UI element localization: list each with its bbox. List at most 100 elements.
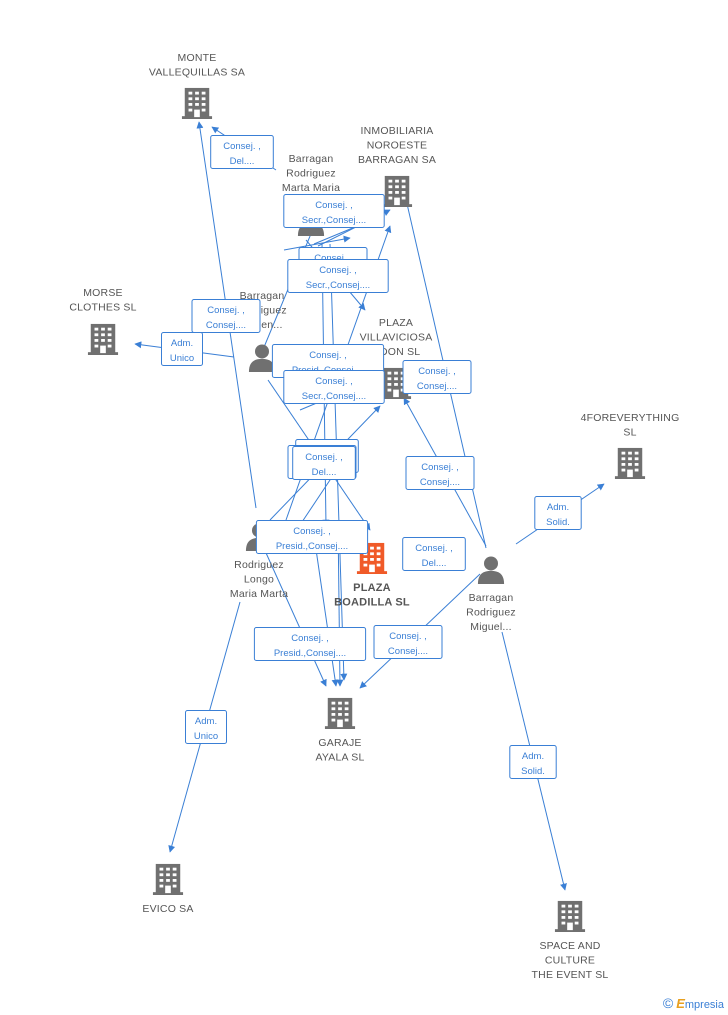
badge-box (283, 194, 385, 228)
role-badge-17[interactable]: Consej. ,Consej.... (373, 625, 443, 659)
badges-layer: Consej. , Del.... Consej. , Secr.,Consej...… (161, 135, 582, 779)
node-label-line: SL (623, 427, 636, 439)
company-node-monte[interactable]: MONTE VALLEQUILLAS SA (149, 52, 245, 119)
badge-box (253, 627, 367, 661)
node-label-line: Miguel... (470, 621, 511, 633)
node-label-line: PLAZA (379, 317, 413, 329)
role-badge-14[interactable]: Consej. , Presid.,Consej.... (255, 520, 369, 554)
building-icon (614, 447, 646, 479)
building-icon (381, 175, 413, 207)
role-badge-12[interactable]: Consej. ,Consej.... (405, 456, 475, 490)
role-badge-5[interactable]: Adm.Unico (161, 332, 203, 366)
copyright-symbol: © (662, 995, 674, 1011)
role-badge-0[interactable]: Consej. , Del.... (210, 135, 274, 169)
role-badge-16[interactable]: Consej. , Presid.,Consej.... (253, 627, 367, 661)
person-node-miguel[interactable]: BarraganRodriguezMiguel... (466, 556, 516, 633)
badge-text-line: Consej.... (417, 381, 457, 392)
node-label-line: Longo (244, 574, 274, 586)
badge-text-line: Consej. , (291, 633, 329, 644)
role-badge-11[interactable]: Consej. ,Del.... (402, 537, 466, 571)
badge-text-line: Consej. , (305, 452, 343, 463)
node-label-line: THE EVENT SL (532, 969, 609, 981)
role-badge-19[interactable]: Adm. Solid. (509, 745, 557, 779)
role-badge-13[interactable]: Adm.Solid. (534, 496, 582, 530)
badge-box (283, 370, 385, 404)
company-node-evico[interactable]: EVICO SA (142, 863, 193, 915)
edge-17 (261, 543, 327, 687)
badge-box (191, 299, 261, 333)
node-label-line: VALLEQUILLAS SA (149, 67, 245, 79)
building-icon (152, 863, 184, 895)
person-icon (477, 556, 505, 584)
badge-text-line: Consej. , (315, 200, 353, 211)
building-icon (324, 697, 356, 729)
node-label-line: INMOBILIARIA (361, 125, 434, 137)
badge-box (509, 745, 557, 779)
node-label-line: Rodriguez (466, 607, 516, 619)
nodes-layer: MONTE VALLEQUILLAS SA INMOBILIARIANOROESTE… (69, 52, 679, 981)
badge-text-line: Consej. , (309, 350, 347, 361)
role-badge-1[interactable]: Consej. , Secr.,Consej.... (283, 194, 385, 228)
node-label-line: MORSE (83, 287, 123, 299)
building-icon (554, 900, 586, 932)
node-label-line: Marta Maria (282, 182, 340, 194)
role-badge-10[interactable]: Consej. , Consej.... (402, 360, 472, 394)
building-icon (181, 87, 213, 119)
badge-box (373, 625, 443, 659)
badge-text-line: Adm. (522, 751, 544, 762)
badge-text-line: Del.... (230, 156, 255, 167)
badge-text-line: Secr.,Consej.... (306, 280, 370, 291)
badge-text-line: Consej. , (293, 526, 331, 537)
node-label-line: CULTURE (545, 955, 595, 967)
node-label-line: VILLAVICIOSA (360, 332, 433, 344)
node-label-line: BOADILLA SL (334, 597, 410, 609)
role-badge-3[interactable]: Consej. , Secr.,Consej.... (287, 259, 389, 293)
building-icon (87, 323, 119, 355)
badge-text-line: Del.... (422, 558, 447, 569)
badge-text-line: Consej. , (319, 265, 357, 276)
company-node-morse[interactable]: MORSE CLOTHES SL (69, 287, 136, 355)
node-label-line: BARRAGAN SA (358, 154, 436, 166)
badge-text-line: Consej.... (420, 477, 460, 488)
badge-box (255, 520, 369, 554)
badge-box (161, 332, 203, 366)
badge-text-line: Consej. , (207, 305, 245, 316)
badge-box (292, 446, 356, 480)
badge-text-line: Consej. , (389, 631, 427, 642)
badge-text-line: Del.... (312, 467, 337, 478)
badge-box (210, 135, 274, 169)
badge-text-line: Presid.,Consej.... (274, 648, 346, 659)
badge-text-line: Unico (194, 731, 218, 742)
footer-credit: ©Empresia (663, 995, 724, 1011)
badge-text-line: Presid.,Consej.... (276, 541, 348, 552)
node-label-line: MONTE (178, 52, 217, 64)
brand-name: mpresia (684, 999, 724, 1011)
role-badge-18[interactable]: Adm.Unico (185, 710, 227, 744)
badge-box (185, 710, 227, 744)
badge-text-line: Secr.,Consej.... (302, 215, 366, 226)
badge-box (287, 259, 389, 293)
badge-text-line: Consej. , (418, 366, 456, 377)
node-label-line: AYALA SL (315, 752, 364, 764)
badge-text-line: Consej. , (223, 141, 261, 152)
role-badge-7[interactable]: Consej. , Secr.,Consej.... (283, 370, 385, 404)
role-badge-15[interactable]: Consej. , Del.... (292, 446, 356, 480)
badge-text-line: Secr.,Consej.... (302, 391, 366, 402)
node-label-line: Barragan (469, 592, 514, 604)
node-label-line: Rodriguez (234, 559, 284, 571)
role-badge-4[interactable]: Consej. ,Consej.... (191, 299, 261, 333)
badge-text-line: Consej. , (315, 376, 353, 387)
badge-text-line: Adm. (171, 338, 193, 349)
node-label-line: CLOTHES SL (69, 302, 136, 314)
badge-text-line: Solid. (521, 766, 545, 777)
badge-text-line: Consej. , (314, 253, 352, 264)
badge-text-line: Adm. (547, 502, 569, 513)
